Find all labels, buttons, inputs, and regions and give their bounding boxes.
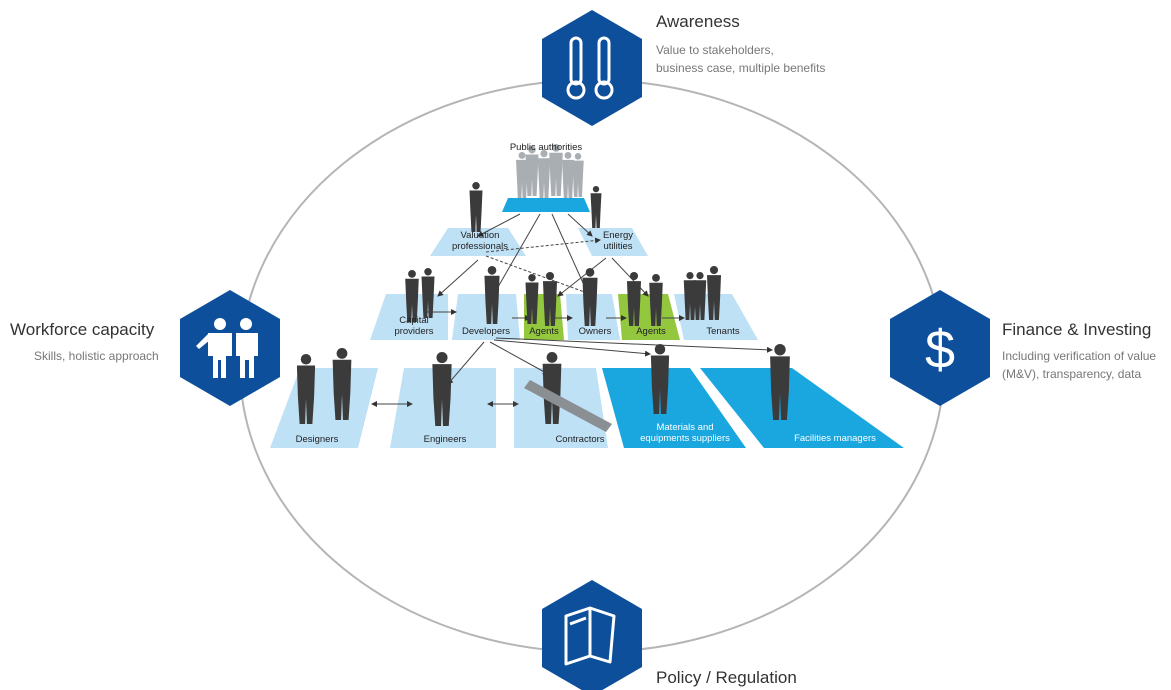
label-engineers: Engineers xyxy=(423,434,467,445)
awareness-title: Awareness xyxy=(656,12,740,31)
label-public-authorities: Public authorities xyxy=(509,142,583,153)
label-materials-1: Materials and xyxy=(656,422,714,433)
hexagon-policy xyxy=(542,580,642,690)
thermometer-icon xyxy=(566,36,614,100)
person-silhouette xyxy=(537,150,551,198)
person-silhouette xyxy=(549,144,563,196)
label-tenants: Tenants xyxy=(706,326,740,337)
awareness-desc-2: business case, multiple benefits xyxy=(656,61,826,75)
person-silhouette xyxy=(405,270,419,322)
label-agents-1: Agents xyxy=(529,326,559,337)
person-silhouette xyxy=(469,182,483,232)
person-silhouette xyxy=(332,348,352,420)
platform-facilities xyxy=(700,368,904,448)
label-facilities: Facilities managers xyxy=(794,433,876,444)
book-icon xyxy=(564,606,616,666)
label-owners: Owners xyxy=(578,326,612,337)
person-silhouette xyxy=(296,354,316,424)
person-silhouette xyxy=(770,344,790,420)
platform-energy xyxy=(578,228,648,256)
label-contractors: Contractors xyxy=(555,434,605,445)
label-capital-1: Capital xyxy=(399,315,429,326)
person-silhouette xyxy=(693,272,707,320)
label-designers: Designers xyxy=(295,434,339,445)
person-silhouette xyxy=(706,266,722,320)
finance-desc-2: (M&V), transparency, data xyxy=(1002,367,1142,381)
person-silhouette xyxy=(562,152,574,198)
person-silhouette xyxy=(484,266,500,324)
people-icon xyxy=(196,318,258,378)
finance-desc-1: Including verification of value xyxy=(1002,349,1157,363)
person-silhouette xyxy=(542,272,558,326)
platform-valuation xyxy=(430,228,526,256)
label-energy-2: utilities xyxy=(603,241,633,252)
person-silhouette xyxy=(421,268,435,318)
hexagon-awareness xyxy=(542,10,642,126)
platform-developers xyxy=(452,294,520,340)
person-silhouette xyxy=(650,344,670,414)
person-silhouette xyxy=(626,272,642,326)
person-silhouette xyxy=(683,272,697,320)
label-energy-1: Energy xyxy=(602,230,634,241)
label-valuation-2: professionals xyxy=(452,241,508,252)
label-capital-2: providers xyxy=(394,326,434,337)
person-silhouette xyxy=(525,274,539,324)
person-silhouette xyxy=(516,152,528,198)
person-silhouette xyxy=(525,146,539,196)
hexagon-finance: $ xyxy=(890,290,990,406)
person-silhouette xyxy=(572,153,584,197)
person-silhouette xyxy=(649,274,663,326)
workforce-desc-1: Skills, holistic approach xyxy=(34,349,159,363)
relationship-arrows xyxy=(371,213,773,407)
person-silhouette xyxy=(590,186,602,228)
label-agents-2: Agents xyxy=(636,326,666,337)
dollar-icon: $ xyxy=(925,320,955,380)
person-silhouette xyxy=(582,268,598,326)
policy-title: Policy / Regulation xyxy=(656,668,797,687)
beam-shape xyxy=(524,380,612,432)
awareness-desc-1: Value to stakeholders, xyxy=(656,43,774,57)
people-silhouettes xyxy=(296,144,790,432)
person-silhouette xyxy=(432,352,452,426)
workforce-title: Workforce capacity xyxy=(10,320,155,339)
label-materials-2: equipments suppliers xyxy=(640,433,730,444)
platform-materials xyxy=(602,368,746,448)
finance-title: Finance & Investing xyxy=(1002,320,1152,339)
label-developers: Developers xyxy=(461,326,511,337)
hexagon-workforce xyxy=(180,290,280,406)
label-valuation-1: Valuation xyxy=(460,230,500,241)
platform-public-authorities xyxy=(502,198,590,212)
platform-designers xyxy=(270,368,378,448)
